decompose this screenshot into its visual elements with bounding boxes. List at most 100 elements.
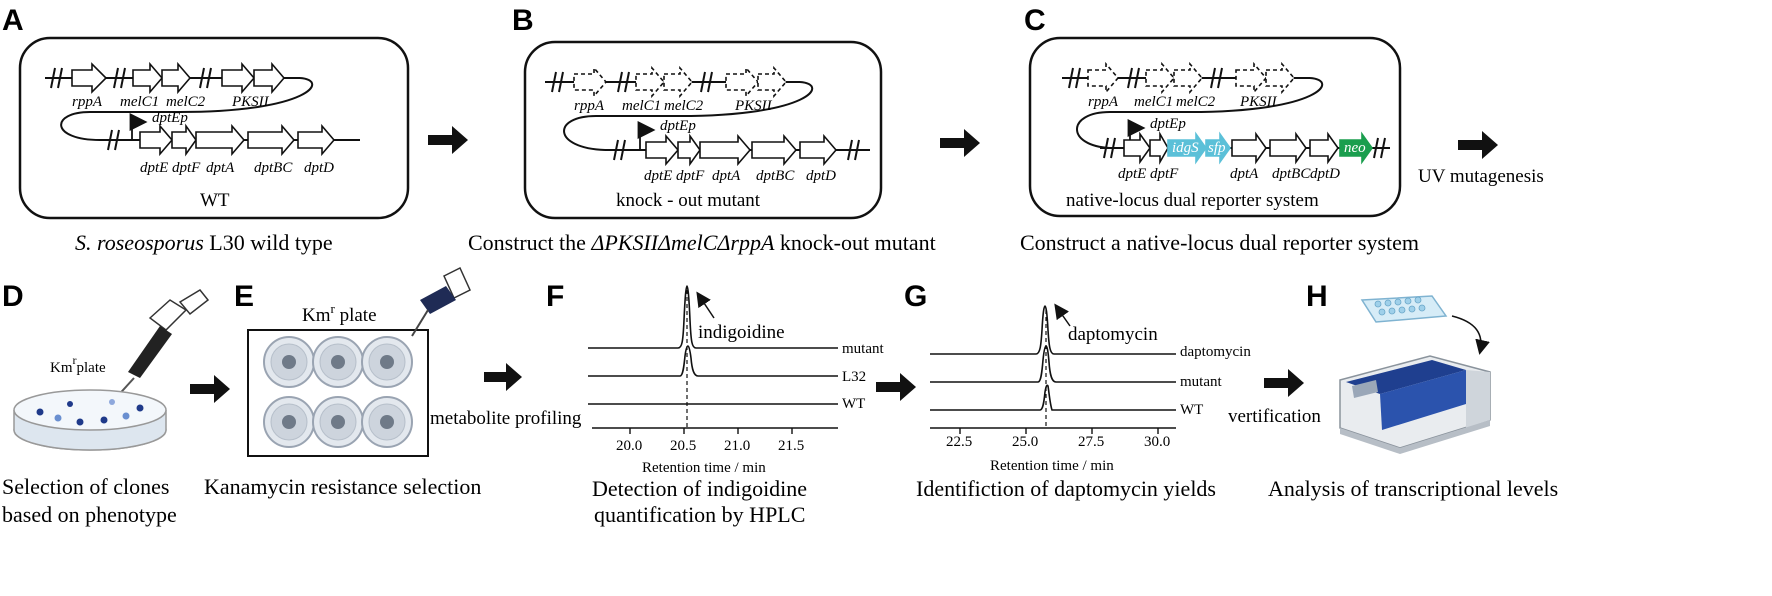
annotation-arrow xyxy=(696,291,715,319)
caption-d-line1: Selection of clones xyxy=(2,474,169,499)
gene-arrow-dptd xyxy=(297,123,336,157)
gene-label-melc2: melC2 xyxy=(166,94,206,110)
flow-arrow-b-c xyxy=(940,129,980,157)
caption-b-post: knock-out mutant xyxy=(774,230,935,255)
tick-label: 22.5 xyxy=(946,434,972,450)
deleted-gene-arrows xyxy=(1087,61,1296,95)
gene-arrow-rppa-deleted xyxy=(573,65,608,99)
panel-letter-b: B xyxy=(512,4,534,37)
reporter-arrow-neo xyxy=(1339,131,1373,165)
qpcr-instrument-icon xyxy=(1339,355,1491,454)
gene-arrow-dpta xyxy=(1231,131,1267,165)
caption-f-line1: Detection of indigoidine xyxy=(592,476,807,501)
reporter-label-idgs: idgS xyxy=(1172,140,1199,156)
gene-arrow-dpte xyxy=(645,133,680,167)
trace-label-wt: WT xyxy=(842,396,865,412)
reporter-label-sfp: sfp xyxy=(1208,140,1226,156)
gene-label-dptbc: dptBC xyxy=(1272,166,1311,182)
gene-arrow-dpte xyxy=(1123,131,1151,165)
trace-mutant xyxy=(588,285,838,349)
gene-label-dptd: dptD xyxy=(806,168,836,184)
loop-connector xyxy=(60,77,314,141)
chromatogram-traces xyxy=(588,285,838,405)
gene-arrow-melc2 xyxy=(161,61,192,95)
gene-label-melc1: melC1 xyxy=(1134,94,1173,110)
tick-label: 30.0 xyxy=(1144,434,1170,450)
gene-arrows-top xyxy=(71,61,286,95)
gene-arrow-dpte xyxy=(139,123,174,157)
pipette-hand-icon xyxy=(113,289,210,401)
gene-arrow-dptbc xyxy=(247,123,296,157)
gene-arrow-dptd xyxy=(799,133,838,167)
gene-arrow-melc1-deleted xyxy=(1145,61,1176,95)
pipette-hand-icon xyxy=(411,266,471,337)
annotation-arrow xyxy=(1054,303,1071,327)
flow-arrow-f-g xyxy=(876,373,916,401)
gene-label-dpte: dptE xyxy=(140,160,168,176)
well-plate-icon xyxy=(263,336,413,448)
gene-arrow-dptf xyxy=(171,123,197,157)
gene-arrows-bottom xyxy=(645,133,838,167)
tick-label: 27.5 xyxy=(1078,434,1104,450)
panel-e: E Kmr plate Kanamycin resistance selecti… xyxy=(204,266,582,499)
loop-connector xyxy=(563,81,814,151)
caption-c: Construct a native-locus dual reporter s… xyxy=(1020,230,1419,255)
gene-arrow-pksii-1 xyxy=(221,61,256,95)
panel-letter-f: F xyxy=(546,280,564,313)
plate-label-e-rest: plate xyxy=(335,305,377,326)
gene-label-pksii: PKSII xyxy=(1239,94,1278,110)
panel-c: C rppA melC1 melC2 PKSII dptEp xyxy=(1020,4,1544,255)
panel-letter-d: D xyxy=(2,280,24,313)
panel-letter-c: C xyxy=(1024,4,1046,37)
flow-arrow-d-e xyxy=(190,375,230,403)
gene-arrow-rppa xyxy=(71,62,108,94)
x-axis-label: Retention time / min xyxy=(990,458,1114,474)
deleted-gene-arrows xyxy=(573,65,788,99)
gene-label-dpta: dptA xyxy=(1230,166,1259,182)
arrow-label-profiling: metabolite profiling xyxy=(430,408,582,429)
annotation-indigoidine: indigoidine xyxy=(698,322,785,343)
gene-arrow-dptbc xyxy=(1269,131,1307,165)
caption-g: Identifiction of daptomycin yields xyxy=(916,476,1216,501)
panel-b: B rppA melC1 melC2 PKSII dptEp xyxy=(468,4,936,255)
trace-label-mutant: mutant xyxy=(1180,374,1222,390)
gene-arrow-rppa-deleted xyxy=(1087,61,1120,95)
chromatogram-traces xyxy=(930,305,1176,411)
panel-c-box xyxy=(1028,36,1402,218)
promoter-label: dptEp xyxy=(1150,116,1186,132)
panel-letter-h: H xyxy=(1306,280,1328,313)
caption-a-italic: S. roseosporus xyxy=(75,230,204,255)
gene-arrows-bottom xyxy=(1123,130,1373,166)
gene-label-dpte: dptE xyxy=(1118,166,1146,182)
plate-label-d-main: Km xyxy=(50,360,73,376)
petri-dish-icon xyxy=(13,389,167,451)
tick-label: 25.0 xyxy=(1012,434,1038,450)
flow-arrow-e-f xyxy=(484,363,522,391)
gene-label-dptf: dptF xyxy=(1150,166,1179,182)
promoter-label: dptEp xyxy=(660,118,696,134)
plate-label-e-main: Km xyxy=(302,305,331,326)
plate-label-d-sup: r xyxy=(73,353,77,367)
box-label-knockout: knock - out mutant xyxy=(616,190,761,211)
gene-label-rppa: rppA xyxy=(1088,94,1119,110)
gene-label-melc2: melC2 xyxy=(664,98,704,114)
gene-label-dptd: dptD xyxy=(1310,166,1340,182)
caption-e: Kanamycin resistance selection xyxy=(204,474,481,499)
gene-arrow-melc1-deleted xyxy=(635,65,666,99)
gene-arrow-dpta xyxy=(195,123,246,157)
loop-connector xyxy=(1076,77,1324,149)
gene-arrow-dptf xyxy=(677,133,701,167)
gene-label-dptbc: dptBC xyxy=(756,168,795,184)
tick-label: 20.0 xyxy=(616,438,642,454)
gene-arrow-melc1 xyxy=(132,61,164,95)
caption-a: S. roseosporus L30 wild type xyxy=(75,230,333,255)
gene-label-pksii: PKSII xyxy=(734,98,773,114)
caption-b: Construct the ΔPKSIIΔmelCΔrppA knock-out… xyxy=(468,230,936,255)
gene-label-melc1: melC1 xyxy=(622,98,661,114)
trace-mutant xyxy=(930,345,1176,383)
promoter-arrow xyxy=(637,121,656,150)
caption-b-pre: Construct the xyxy=(468,230,591,255)
gene-label-dptf: dptF xyxy=(676,168,705,184)
gene-arrow-pksii-1-deleted xyxy=(1235,61,1268,95)
